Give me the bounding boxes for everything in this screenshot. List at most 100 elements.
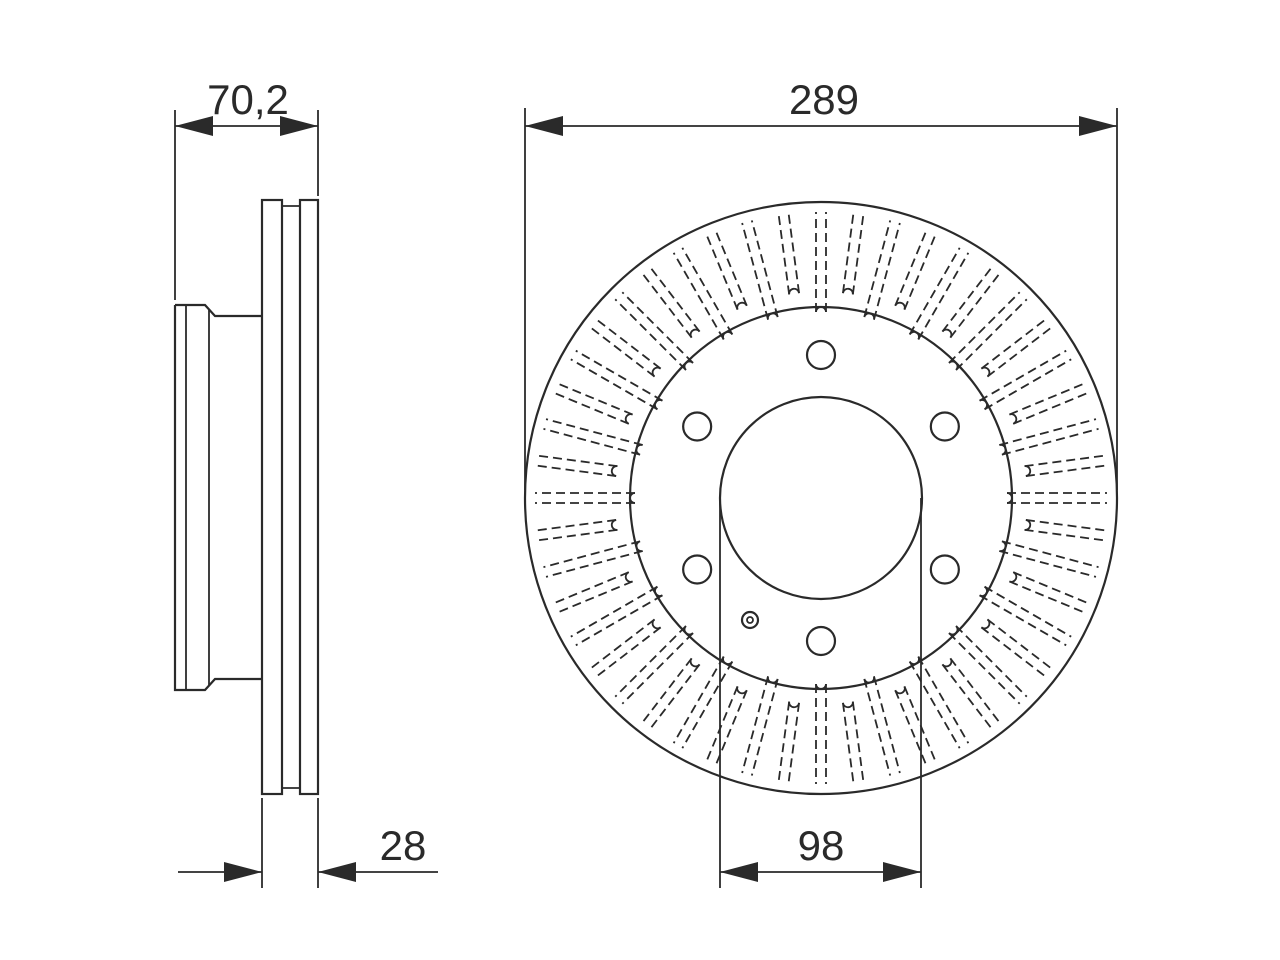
- cooling-vane: [980, 618, 1052, 677]
- vane-edge: [842, 213, 855, 294]
- dimension-label-70-2: 70,2: [207, 76, 289, 123]
- vane-edge: [545, 418, 643, 446]
- vane-edge: [642, 273, 693, 339]
- side-view: [173, 198, 320, 796]
- cooling-vane: [1006, 492, 1107, 504]
- cooling-vane: [590, 319, 662, 378]
- vane-edge: [1025, 464, 1106, 477]
- vane-edge: [908, 247, 961, 335]
- cooling-vanes: [535, 212, 1107, 784]
- cooling-vane: [815, 683, 827, 784]
- vane-edge: [979, 349, 1067, 402]
- cooling-vane: [908, 247, 970, 340]
- cooling-vane: [979, 585, 1072, 647]
- vane-edge: [1024, 454, 1105, 468]
- disc-outer-edge: [523, 200, 1119, 796]
- dimension-label-28: 28: [380, 822, 427, 869]
- center-bore: [718, 395, 924, 601]
- cooling-vane: [894, 231, 936, 310]
- vane-edge: [949, 273, 1000, 339]
- cooling-vane: [706, 686, 748, 765]
- vane-edge: [681, 247, 734, 335]
- bolt-holes: [682, 339, 960, 657]
- vane-edge: [999, 418, 1097, 446]
- vane-edge: [536, 519, 617, 532]
- cooling-vane: [543, 418, 643, 456]
- vane-edge: [908, 661, 961, 749]
- vane-edge: [986, 618, 1052, 669]
- cooling-vane: [999, 418, 1099, 456]
- vane-edge: [575, 594, 663, 647]
- vane-edge: [787, 213, 800, 294]
- vane-edge: [621, 632, 694, 705]
- vane-edge: [980, 626, 1046, 677]
- vane-edge: [873, 222, 901, 320]
- cooling-vane: [536, 519, 618, 542]
- vane-edge: [1025, 519, 1106, 532]
- cooling-vane: [948, 625, 1028, 705]
- vane-end-cap: [1024, 519, 1032, 531]
- cooling-vane: [570, 349, 663, 411]
- vane-edge: [537, 454, 618, 468]
- cooling-vane: [741, 220, 779, 320]
- cooling-vane: [842, 213, 865, 295]
- vane-edge: [984, 358, 1072, 411]
- cooling-vane: [948, 291, 1028, 371]
- vane-edge: [741, 222, 769, 320]
- cooling-vane: [536, 454, 618, 477]
- vane-edge: [986, 327, 1052, 378]
- vane-edge: [650, 663, 701, 729]
- cooling-vane: [614, 625, 694, 705]
- vane-end-cap: [815, 306, 827, 313]
- locating-pin-hole: [740, 610, 760, 630]
- cooling-vane: [590, 618, 662, 677]
- cooling-vane: [980, 319, 1052, 378]
- vane-edge: [650, 267, 701, 333]
- vane-end-cap: [788, 287, 800, 295]
- vane-edge: [681, 661, 734, 749]
- cooling-vane: [863, 220, 901, 320]
- vane-edge: [575, 349, 663, 402]
- vane-edge: [777, 214, 791, 295]
- vane-edge: [863, 678, 892, 776]
- vane-edge: [590, 327, 656, 378]
- cooling-vane: [741, 676, 779, 776]
- vane-edge: [851, 701, 865, 782]
- vane-edge: [596, 626, 662, 677]
- vane-edge: [750, 678, 779, 776]
- vane-edge: [1024, 528, 1105, 542]
- bolt-hole: [682, 554, 713, 585]
- vane-edge: [543, 427, 641, 456]
- vane-edge: [941, 267, 992, 333]
- bolt-hole: [929, 554, 960, 585]
- cooling-vane: [570, 585, 663, 647]
- hub-profile: [173, 303, 262, 692]
- vane-edge: [873, 676, 901, 774]
- vane-end-cap: [842, 701, 854, 709]
- friction-plate-outer: [260, 198, 284, 796]
- vane-edge: [590, 618, 656, 669]
- vane-edge: [543, 540, 641, 569]
- locating-pin-hole-inner: [746, 616, 754, 624]
- cooling-vane: [908, 656, 970, 749]
- vane-edge: [917, 252, 970, 340]
- vane-edge: [741, 676, 769, 774]
- cooling-vane: [554, 571, 633, 613]
- cooling-vane: [672, 247, 734, 340]
- dimension-label-98: 98: [798, 822, 845, 869]
- vane-edge: [955, 298, 1028, 371]
- arrow-left: [720, 862, 758, 882]
- vane-edge: [777, 701, 791, 782]
- vane-edge: [851, 214, 865, 295]
- dimension-disc-thickness: 28: [178, 798, 438, 888]
- arrow-left: [224, 862, 262, 882]
- cooling-vane: [543, 540, 643, 578]
- cooling-vane: [642, 657, 701, 729]
- cooling-vane: [842, 701, 865, 783]
- cooling-vane: [941, 657, 1000, 729]
- vane-edge: [642, 657, 693, 723]
- vane-edge: [614, 298, 687, 371]
- vane-edge: [672, 656, 725, 744]
- vane-edge: [672, 252, 725, 340]
- arrow-right: [318, 862, 356, 882]
